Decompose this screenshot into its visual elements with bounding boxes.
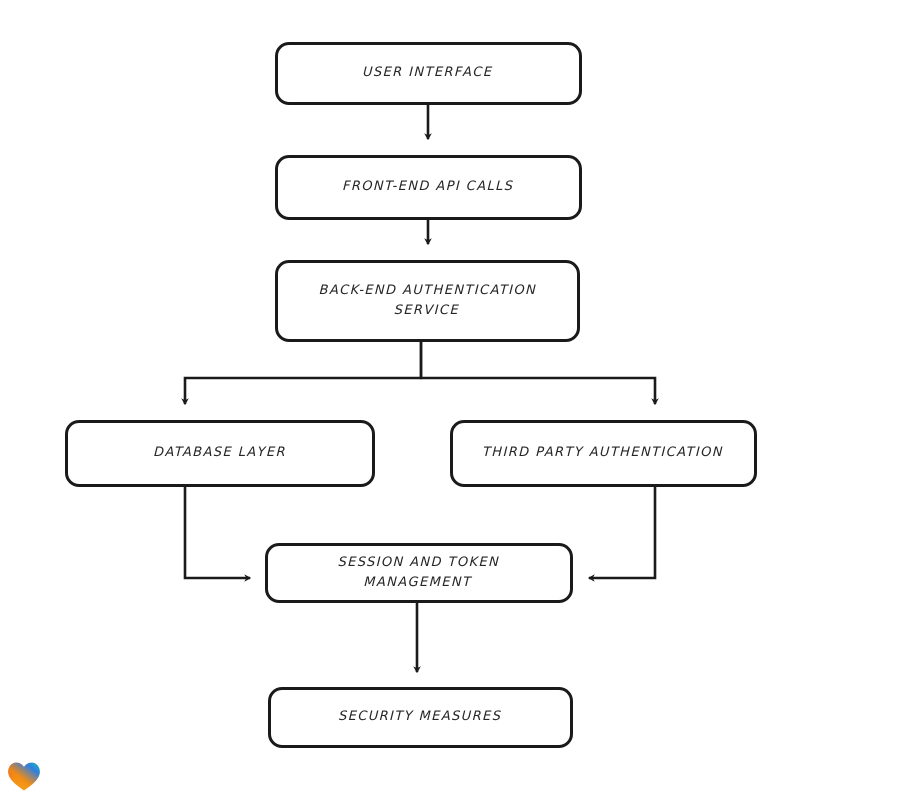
node-label-user-interface: USER INTERFACE (362, 65, 495, 81)
edge-database-to-session (183, 487, 252, 582)
node-label-back-end-authentication-service: BACK-END AUTHENTICATION SERVICE (318, 282, 538, 318)
node-user-interface[interactable]: USER INTERFACE (275, 42, 582, 105)
node-third-party-authentication[interactable]: THIRD PARTY AUTHENTICATION (450, 420, 757, 487)
heart-icon (8, 762, 40, 791)
node-session-and-token-management[interactable]: SESSION AND TOKEN MANAGEMENT (265, 543, 573, 603)
node-label-database-layer: DATABASE LAYER (153, 445, 287, 461)
edge-auth-to-database (181, 342, 423, 406)
edge-auth-to-thirdparty (419, 342, 659, 406)
node-label-third-party-authentication: THIRD PARTY AUTHENTICATION (482, 445, 725, 461)
node-database-layer[interactable]: DATABASE LAYER (65, 420, 375, 487)
node-security-measures[interactable]: SECURITY MEASURES (268, 687, 573, 748)
node-label-session-and-token-management: SESSION AND TOKEN MANAGEMENT (338, 554, 501, 590)
node-front-end-api-calls[interactable]: FRONT-END API CALLS (275, 155, 582, 220)
node-label-security-measures: SECURITY MEASURES (338, 709, 503, 725)
edge-thirdparty-to-session (587, 487, 657, 582)
node-back-end-authentication-service[interactable]: BACK-END AUTHENTICATION SERVICE (275, 260, 580, 342)
node-label-front-end-api-calls: FRONT-END API CALLS (342, 179, 515, 195)
